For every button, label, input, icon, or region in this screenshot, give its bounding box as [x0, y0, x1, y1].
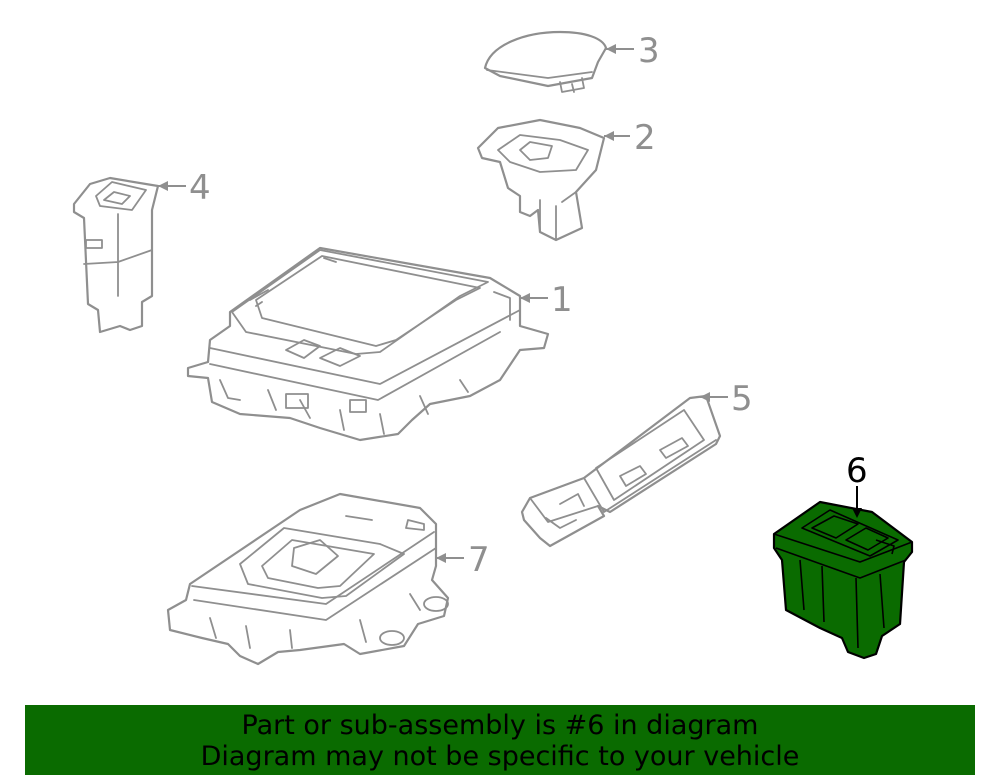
leader-4-arrow [158, 181, 168, 191]
leader-5-arrow [700, 392, 710, 402]
callout-1: 1 [551, 280, 573, 320]
part-3-cap [483, 30, 608, 93]
part-7-bezel [166, 492, 450, 666]
leader-7-arrow [436, 553, 446, 563]
leader-2-arrow [604, 131, 614, 141]
callout-5: 5 [731, 379, 753, 419]
callout-4: 4 [189, 168, 211, 208]
callout-2: 2 [634, 118, 656, 158]
part-4-module [72, 176, 160, 334]
part-2-housing [476, 118, 606, 242]
banner-line-1: Part or sub-assembly is #6 in diagram [241, 710, 759, 741]
part-1-base [186, 246, 550, 442]
leader-1-arrow [520, 293, 530, 303]
banner-line-2: Diagram may not be specific to your vehi… [200, 741, 800, 772]
callout-3: 3 [638, 31, 660, 71]
callout-6: 6 [846, 451, 868, 491]
callout-7: 7 [468, 540, 490, 580]
leader-6-arrow [852, 508, 862, 518]
part-6-highlighted-module [772, 500, 914, 660]
parts-diagram: 3 2 4 1 [72, 30, 914, 666]
notice-banner: Part or sub-assembly is #6 in diagram Di… [25, 705, 975, 775]
leader-3-arrow [606, 44, 616, 54]
part-5-switch [520, 394, 722, 548]
